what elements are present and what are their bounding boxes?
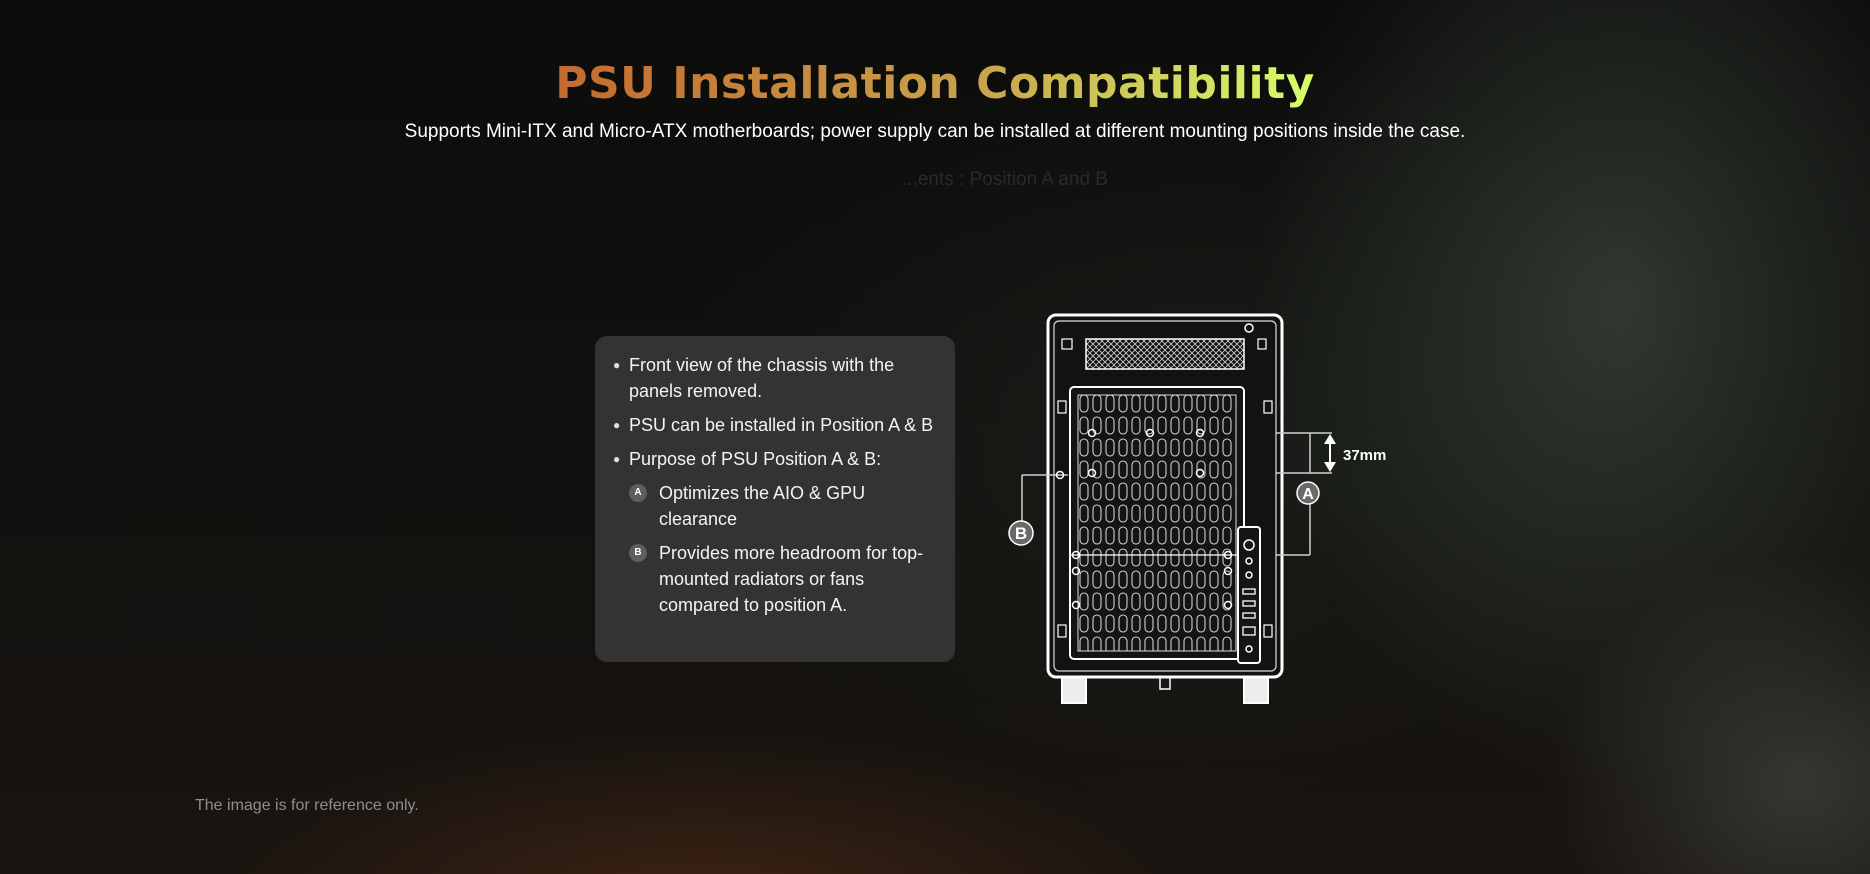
bullet-item: ● Front view of the chassis with the pan… — [611, 352, 937, 404]
bullet-text: Front view of the chassis with the panel… — [629, 355, 895, 401]
bullet-dot-icon: ● — [613, 358, 621, 372]
bullet-item: ● Purpose of PSU Position A & B: A Optim… — [611, 446, 937, 618]
page-title: PSU Installation Compatibility — [555, 58, 1315, 109]
chassis-diagram: 37mm A B — [1008, 313, 1386, 704]
measurement-arrow-icon — [1324, 434, 1336, 472]
bullet-dot-icon: ● — [613, 418, 621, 432]
bullet-text: Purpose of PSU Position A & B: — [629, 449, 882, 469]
bullet-dot-icon: ● — [613, 452, 621, 466]
measurement-label: 37mm — [1343, 447, 1386, 464]
position-b-text: Provides more headroom for top-mounted r… — [659, 543, 924, 615]
position-a-text: Optimizes the AIO & GPU clearance — [659, 483, 866, 529]
position-a-marker: A — [1296, 481, 1320, 505]
page-subtitle: Supports Mini-ITX and Micro-ATX motherbo… — [404, 121, 1466, 142]
position-b-marker-label: B — [1015, 524, 1027, 543]
position-a-badge: A — [629, 484, 647, 502]
position-b-callout — [1021, 470, 1068, 521]
reference-note: The image is for reference only. — [195, 797, 419, 814]
position-sub-list: A Optimizes the AIO & GPU clearance B Pr… — [629, 480, 937, 618]
position-a-marker-label: A — [1302, 486, 1314, 503]
position-a-item: A Optimizes the AIO & GPU clearance — [629, 480, 937, 532]
info-card: ● Front view of the chassis with the pan… — [595, 336, 955, 662]
bullet-item: ● PSU can be installed in Position A & B — [611, 412, 937, 438]
position-b-badge: B — [629, 544, 647, 562]
info-bullet-list: ● Front view of the chassis with the pan… — [611, 352, 937, 618]
chassis-icon — [1046, 313, 1284, 704]
bullet-text: PSU can be installed in Position A & B — [629, 415, 934, 435]
position-b-marker: B — [1008, 520, 1034, 546]
position-b-item: B Provides more headroom for top-mounted… — [629, 540, 937, 618]
faded-caption: ...ents : Position A and B — [902, 169, 1108, 190]
